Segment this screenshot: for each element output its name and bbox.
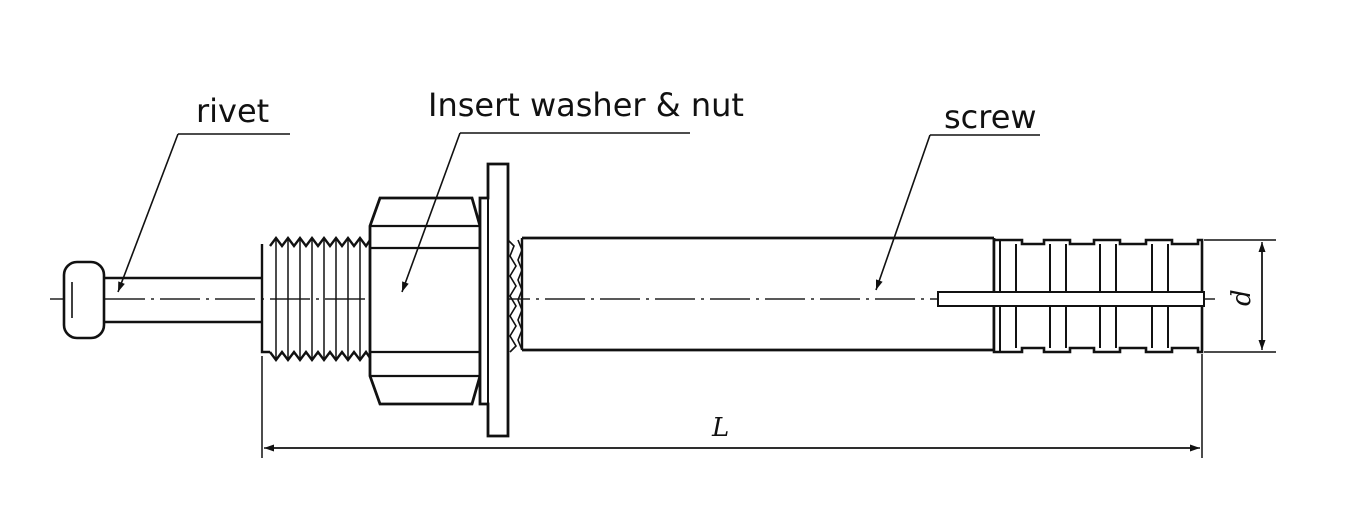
rivet-label: rivet <box>196 92 269 130</box>
length-dimension <box>261 354 1203 458</box>
inner-thread <box>507 239 523 353</box>
hex-nut <box>368 196 482 406</box>
washer-leader <box>401 132 461 293</box>
leader-lines <box>117 132 1040 293</box>
rivet-head <box>62 260 106 340</box>
diameter-dimension <box>1204 239 1276 353</box>
rivet-part <box>62 260 262 340</box>
expansion-sleeve <box>937 238 1205 354</box>
sleeve-slot <box>937 291 1205 307</box>
rivet-leader <box>117 133 179 293</box>
washer-nut-label: Insert washer & nut <box>428 86 744 124</box>
diameter-label: d <box>1227 289 1257 306</box>
screw-leader <box>875 134 931 291</box>
screw-body <box>520 236 996 352</box>
thread-crest-bottom <box>269 349 371 362</box>
length-label: L <box>711 413 729 443</box>
thread-crest-top <box>269 236 371 249</box>
screw-label: screw <box>944 98 1037 136</box>
washer <box>478 162 510 438</box>
thread-section <box>260 236 371 362</box>
